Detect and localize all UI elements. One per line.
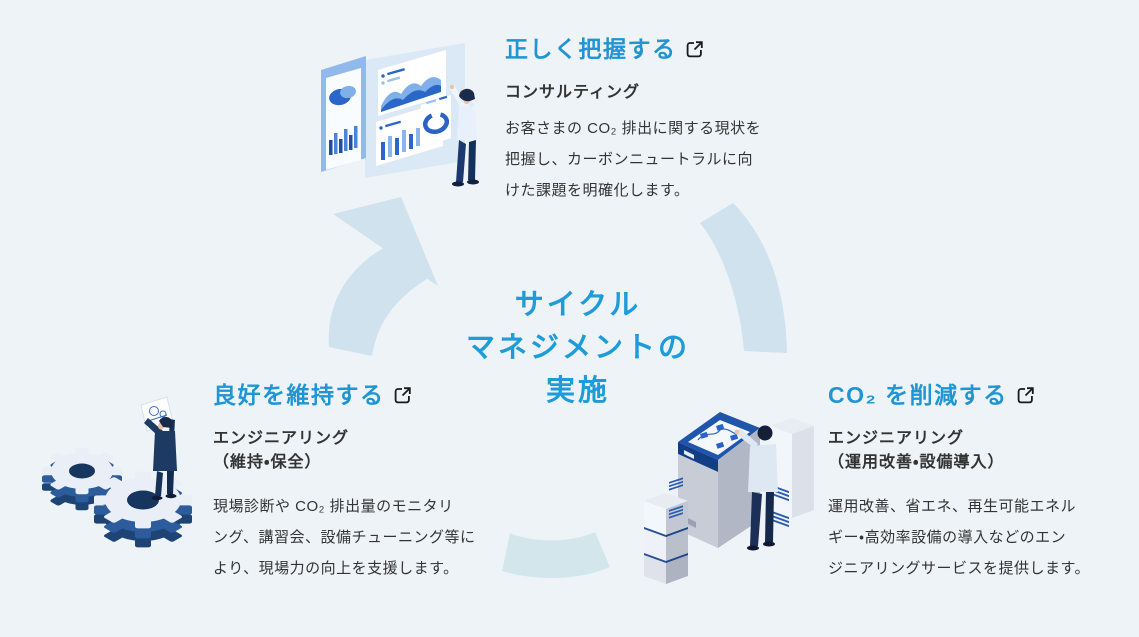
external-link-icon (1015, 385, 1036, 406)
section-maintain: 良好を維持する エンジニアリング （維持・保全） 現場診断や CO₂ 排出量のモ… (213, 380, 533, 584)
grasp-category: コンサルティング (505, 84, 641, 101)
section-reduce: CO₂ を削減する エンジニアリング （運用改善・設備導入） 運用改善、省エネ、… (828, 380, 1139, 584)
cycle-arc-bottom (502, 532, 610, 579)
center-label: サイクル マネジメントの 実施 (413, 284, 743, 413)
cycle-arrowhead (333, 197, 438, 286)
reduce-body-line: ギー・高効率設備の導入などのエン (828, 529, 1067, 546)
reduce-title-link[interactable]: CO₂ を削減する (828, 380, 1139, 410)
external-link-icon (684, 39, 705, 60)
equipment-operation-illustration (644, 412, 814, 584)
maintain-body-line: ング、講習会、設備チューニング等に (213, 529, 476, 546)
center-label-line: サイクル (514, 289, 642, 321)
external-link-icon (392, 385, 413, 406)
maintain-body: 現場診断や CO₂ 排出量のモニタリ ング、講習会、設備チューニング等に より、… (213, 491, 533, 584)
maintain-title-link[interactable]: 良好を維持する (213, 380, 533, 410)
grasp-body-line: けた課題を明確化します。 (505, 182, 690, 199)
cycle-arc-left (328, 197, 438, 356)
reduce-body: 運用改善、省エネ、再生可能エネル ギー・高効率設備の導入などのエン ジニアリング… (828, 491, 1139, 584)
maintain-category-note: （維持・保全） (213, 454, 322, 471)
maintenance-engineer-figure (140, 396, 177, 501)
grasp-body-line: お客さまの CO₂ 排出に関する現状を (505, 120, 762, 137)
grasp-body: お客さまの CO₂ 排出に関する現状を 把握し、カーボンニュートラルに向 けた課… (505, 113, 825, 206)
reduce-title: CO₂ を削減する (828, 382, 1008, 408)
reduce-category: エンジニアリング (828, 430, 965, 447)
maintain-body-line: 現場診断や CO₂ 排出量のモニタリ (213, 498, 454, 515)
maintain-category: エンジニアリング (213, 430, 350, 447)
cycle-arc-right (700, 203, 787, 353)
reduce-body-line: 運用改善、省エネ、再生可能エネル (828, 498, 1077, 515)
operator-figure (734, 425, 778, 551)
grasp-body-line: 把握し、カーボンニュートラルに向 (505, 151, 754, 168)
consultant-figure (449, 84, 479, 187)
maintain-title: 良好を維持する (213, 382, 385, 408)
consulting-dashboard-illustration (321, 43, 479, 187)
reduce-category-note: （運用改善・設備導入） (828, 454, 1005, 471)
section-grasp: 正しく把握する コンサルティング お客さまの CO₂ 排出に関する現状を 把握し… (505, 34, 825, 206)
center-label-line: マネジメントの (465, 332, 690, 364)
grasp-title: 正しく把握する (505, 36, 677, 62)
reduce-body-line: ジニアリングサービスを提供します。 (828, 560, 1091, 577)
maintain-body-line: より、現場力の向上を支援します。 (213, 560, 459, 577)
maintenance-gears-illustration (42, 396, 192, 548)
grasp-title-link[interactable]: 正しく把握する (505, 34, 825, 64)
center-label-line: 実施 (545, 375, 610, 407)
